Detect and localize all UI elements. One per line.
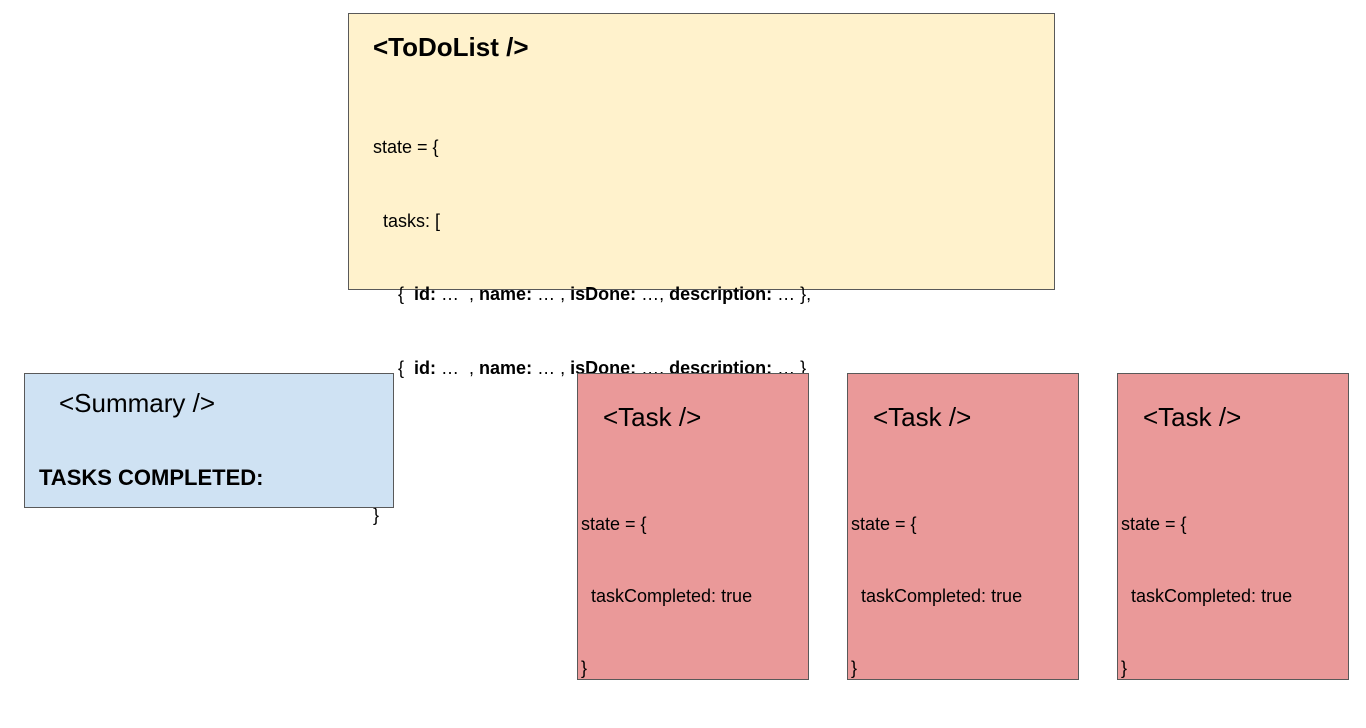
value-isdone: …,: [636, 284, 670, 304]
task-row-1: { id: … , name: … , isDone: …, descripti…: [373, 282, 811, 307]
key-description: description:: [669, 357, 773, 378]
key-id: id:: [414, 357, 437, 378]
key-name: name:: [479, 284, 533, 304]
task-component-box: <Task /> state = { taskCompleted: true }: [577, 373, 809, 680]
task-state-code: state = { taskCompleted: true }: [851, 464, 1022, 728]
value-description: … },: [772, 284, 812, 304]
state-close-line: }: [581, 658, 588, 678]
task-completed-field: taskCompleted: true: [1121, 586, 1293, 606]
tasks-completed-label: TASKS COMPLETED:: [39, 465, 264, 490]
summary-component-box: <Summary /> TASKS COMPLETED:: [24, 373, 394, 508]
task-component-box: <Task /> state = { taskCompleted: true }: [847, 373, 1079, 680]
task-completed-field: taskCompleted: true: [851, 586, 1023, 606]
task-row-2: { id: … , name: … , isDone: …, descripti…: [373, 356, 811, 381]
key-id: id:: [414, 284, 437, 304]
key-isdone: isDone:: [570, 284, 637, 304]
state-close-line: }: [1121, 658, 1128, 678]
value-description: … }: [772, 357, 807, 378]
value-isdone: …,: [636, 357, 670, 378]
state-open-line: state = {: [851, 514, 917, 534]
key-name: name:: [479, 357, 533, 378]
value-name: … ,: [532, 284, 571, 304]
state-open-line: state = {: [1121, 514, 1187, 534]
task-state-code: state = { taskCompleted: true }: [581, 464, 752, 728]
row-prefix: {: [373, 357, 415, 378]
state-close-line: }: [851, 658, 858, 678]
key-description: description:: [669, 284, 773, 304]
summary-title: <Summary />: [59, 388, 216, 418]
tasks-open-line: tasks: [: [373, 210, 441, 231]
value-id: … ,: [436, 284, 480, 304]
key-isdone: isDone:: [570, 357, 637, 378]
todolist-component-box: <ToDoList /> state = { tasks: [ { id: … …: [348, 13, 1055, 525]
state-close-line: }: [373, 504, 380, 525]
task-title: <Task />: [1143, 402, 1242, 432]
task-title: <Task />: [873, 402, 972, 432]
value-name: … ,: [532, 357, 571, 378]
value-id: … ,: [436, 357, 480, 378]
todolist-title: <ToDoList />: [373, 32, 529, 62]
task-completed-field: taskCompleted: true: [581, 586, 753, 606]
row-prefix: {: [373, 284, 415, 304]
todolist-state-code: state = { tasks: [ { id: … , name: … , i…: [373, 86, 811, 576]
state-open-line: state = {: [581, 514, 647, 534]
task-state-code: state = { taskCompleted: true }: [1121, 464, 1292, 728]
state-open-line: state = {: [373, 137, 439, 157]
task-title: <Task />: [603, 402, 702, 432]
task-component-box: <Task /> state = { taskCompleted: true }: [1117, 373, 1349, 680]
